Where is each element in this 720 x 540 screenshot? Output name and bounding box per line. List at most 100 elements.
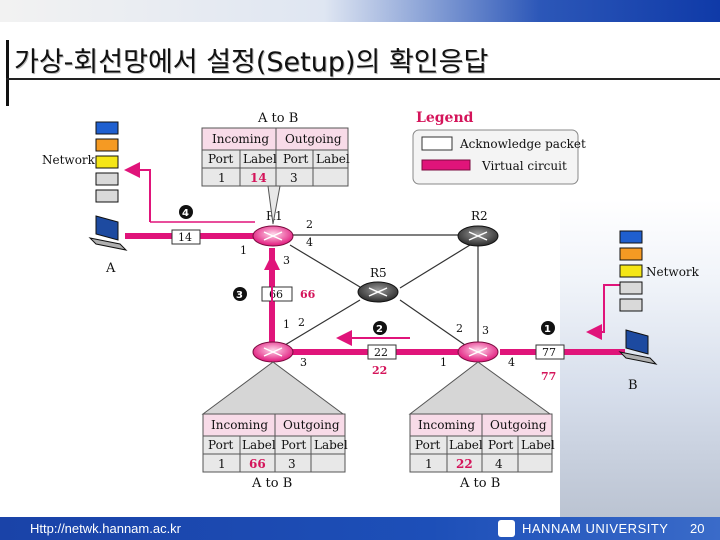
- arrow-network-to-b: [586, 284, 620, 340]
- router-r5: [357, 281, 399, 303]
- link-r1-r5: [289, 244, 366, 291]
- table-r3-cell-port-out: 3: [288, 457, 296, 471]
- step-2-label: 2: [376, 324, 383, 335]
- step-4-label: 4: [182, 208, 189, 219]
- port-r3-3: 3: [300, 356, 307, 369]
- network-label-left: Network: [42, 153, 96, 167]
- host-label-b: B: [628, 378, 638, 393]
- router-r4: [457, 341, 499, 363]
- port-r4-1: 1: [440, 356, 447, 369]
- router-r3: [252, 341, 294, 363]
- table-r3-caption: A to B: [251, 476, 292, 491]
- legend-title: Legend: [416, 110, 474, 126]
- footer-university: HANNAM UNIVERSITY: [522, 521, 669, 536]
- table-r4: Incoming Outgoing Port Label Port Label …: [408, 361, 555, 491]
- table-r4-cell-label-in: 22: [456, 457, 473, 471]
- table-r3-cell-label-in: 66: [249, 457, 266, 471]
- table-r3-col-port-in: Port: [208, 438, 234, 452]
- packet-stack-left: [95, 121, 119, 203]
- slide-title: 가상-회선망에서 설정(Setup)의 확인응답: [14, 47, 489, 78]
- title-underline: [6, 78, 720, 80]
- router-r1: [252, 225, 294, 247]
- network-label-right: Network: [646, 265, 700, 279]
- table-r4-caption: A to B: [459, 476, 500, 491]
- table-r1-cell-port-out: 3: [290, 171, 298, 185]
- legend-ack-label: Acknowledge packet: [459, 137, 586, 151]
- table-r4-cell-port-in: 1: [425, 457, 433, 471]
- page-number: 20: [690, 521, 705, 536]
- step-3-label: 3: [236, 290, 243, 301]
- title-accent-bar: [6, 40, 9, 106]
- flow-arrows: [124, 162, 620, 346]
- ack-label-boxes: [171, 229, 565, 360]
- legend: Legend Acknowledge packet Virtual circui…: [412, 110, 586, 185]
- table-r4-col-port-out: Port: [488, 438, 514, 452]
- ack-label-b-r4: 77: [542, 346, 556, 359]
- table-r3: Incoming Outgoing Port Label Port Label …: [201, 361, 348, 491]
- legend-vc-swatch: [421, 159, 471, 171]
- ack-box-a-r1: [171, 229, 201, 245]
- table-r3-cell-port-in: 1: [218, 457, 226, 471]
- table-r4-cell-port-out: 4: [495, 457, 503, 471]
- table-r1-caption: A to B: [257, 111, 298, 126]
- packet-stack-right: [619, 230, 643, 312]
- table-r1-outgoing: Outgoing: [285, 132, 342, 146]
- legend-vc-label: Virtual circuit: [481, 159, 567, 173]
- router-label-r2: R2: [471, 209, 488, 223]
- link-r2-r5: [399, 244, 471, 289]
- ack-box-b-r4: [535, 344, 565, 360]
- arrow-a-to-network: [124, 162, 151, 222]
- step-1-label: 1: [544, 324, 551, 335]
- table-r4-col-label-out: Label: [521, 438, 555, 452]
- port-r1-3: 3: [283, 254, 290, 267]
- ack-label-r4-r3: 22: [374, 346, 388, 359]
- red-label-r3-r1: 66: [300, 288, 316, 301]
- university-logo-icon: [498, 520, 515, 537]
- table-r1-col-port-out: Port: [283, 152, 309, 166]
- red-label-b-r4: 77: [541, 370, 556, 383]
- ack-box-r3-r1: [261, 286, 293, 302]
- link-r3-r5: [284, 299, 361, 346]
- top-banner: [0, 0, 720, 22]
- footer-url: Http://netwk.hannam.ac.kr: [30, 521, 182, 536]
- table-r1-pointer: [267, 185, 281, 225]
- table-r4-pointer: [408, 361, 552, 415]
- table-r4-outgoing: Outgoing: [490, 418, 547, 432]
- table-r4-incoming: Incoming: [418, 418, 475, 432]
- table-r1-incoming: Incoming: [212, 132, 269, 146]
- link-r5-r4: [399, 299, 466, 346]
- port-r3-1: 1: [283, 318, 290, 331]
- step-4: 4: [179, 205, 193, 219]
- host-label-a: A: [105, 261, 116, 276]
- table-r4-col-label-in: Label: [449, 438, 483, 452]
- table-r1-col-label-out: Label: [316, 152, 350, 166]
- ack-box-r4-r3: [367, 344, 397, 360]
- table-r1-col-label-in: Label: [243, 152, 277, 166]
- step-2: 2: [373, 321, 387, 335]
- red-label-r4-r3: 22: [372, 364, 387, 377]
- table-r3-col-port-out: Port: [281, 438, 307, 452]
- table-r1-cell-label-in: 14: [250, 171, 267, 185]
- table-r1-col-port-in: Port: [208, 152, 234, 166]
- table-r3-col-label-out: Label: [314, 438, 348, 452]
- port-r1-4: 4: [306, 236, 313, 249]
- port-r4-3: 3: [482, 324, 489, 337]
- table-r3-pointer: [201, 361, 345, 415]
- table-r3-incoming: Incoming: [211, 418, 268, 432]
- laptop-a-icon: [88, 215, 128, 251]
- port-r1-1: 1: [240, 244, 247, 257]
- table-r4-col-port-in: Port: [415, 438, 441, 452]
- port-r1-2: 2: [306, 218, 313, 231]
- link-lines: [284, 234, 479, 346]
- table-r1: A to B Incoming Outgoing Port Label Port…: [201, 111, 350, 225]
- router-label-r5: R5: [370, 266, 387, 280]
- router-r2: [457, 225, 499, 247]
- legend-ack-swatch: [421, 136, 453, 151]
- port-r3-2: 2: [298, 316, 305, 329]
- step-3: 3: [233, 287, 247, 301]
- laptop-b-icon: [618, 329, 658, 365]
- footer-bar: Http://netwk.hannam.ac.kr HANNAM UNIVERS…: [0, 517, 720, 540]
- ack-label-a-r1: 14: [178, 231, 192, 244]
- table-r3-outgoing: Outgoing: [283, 418, 340, 432]
